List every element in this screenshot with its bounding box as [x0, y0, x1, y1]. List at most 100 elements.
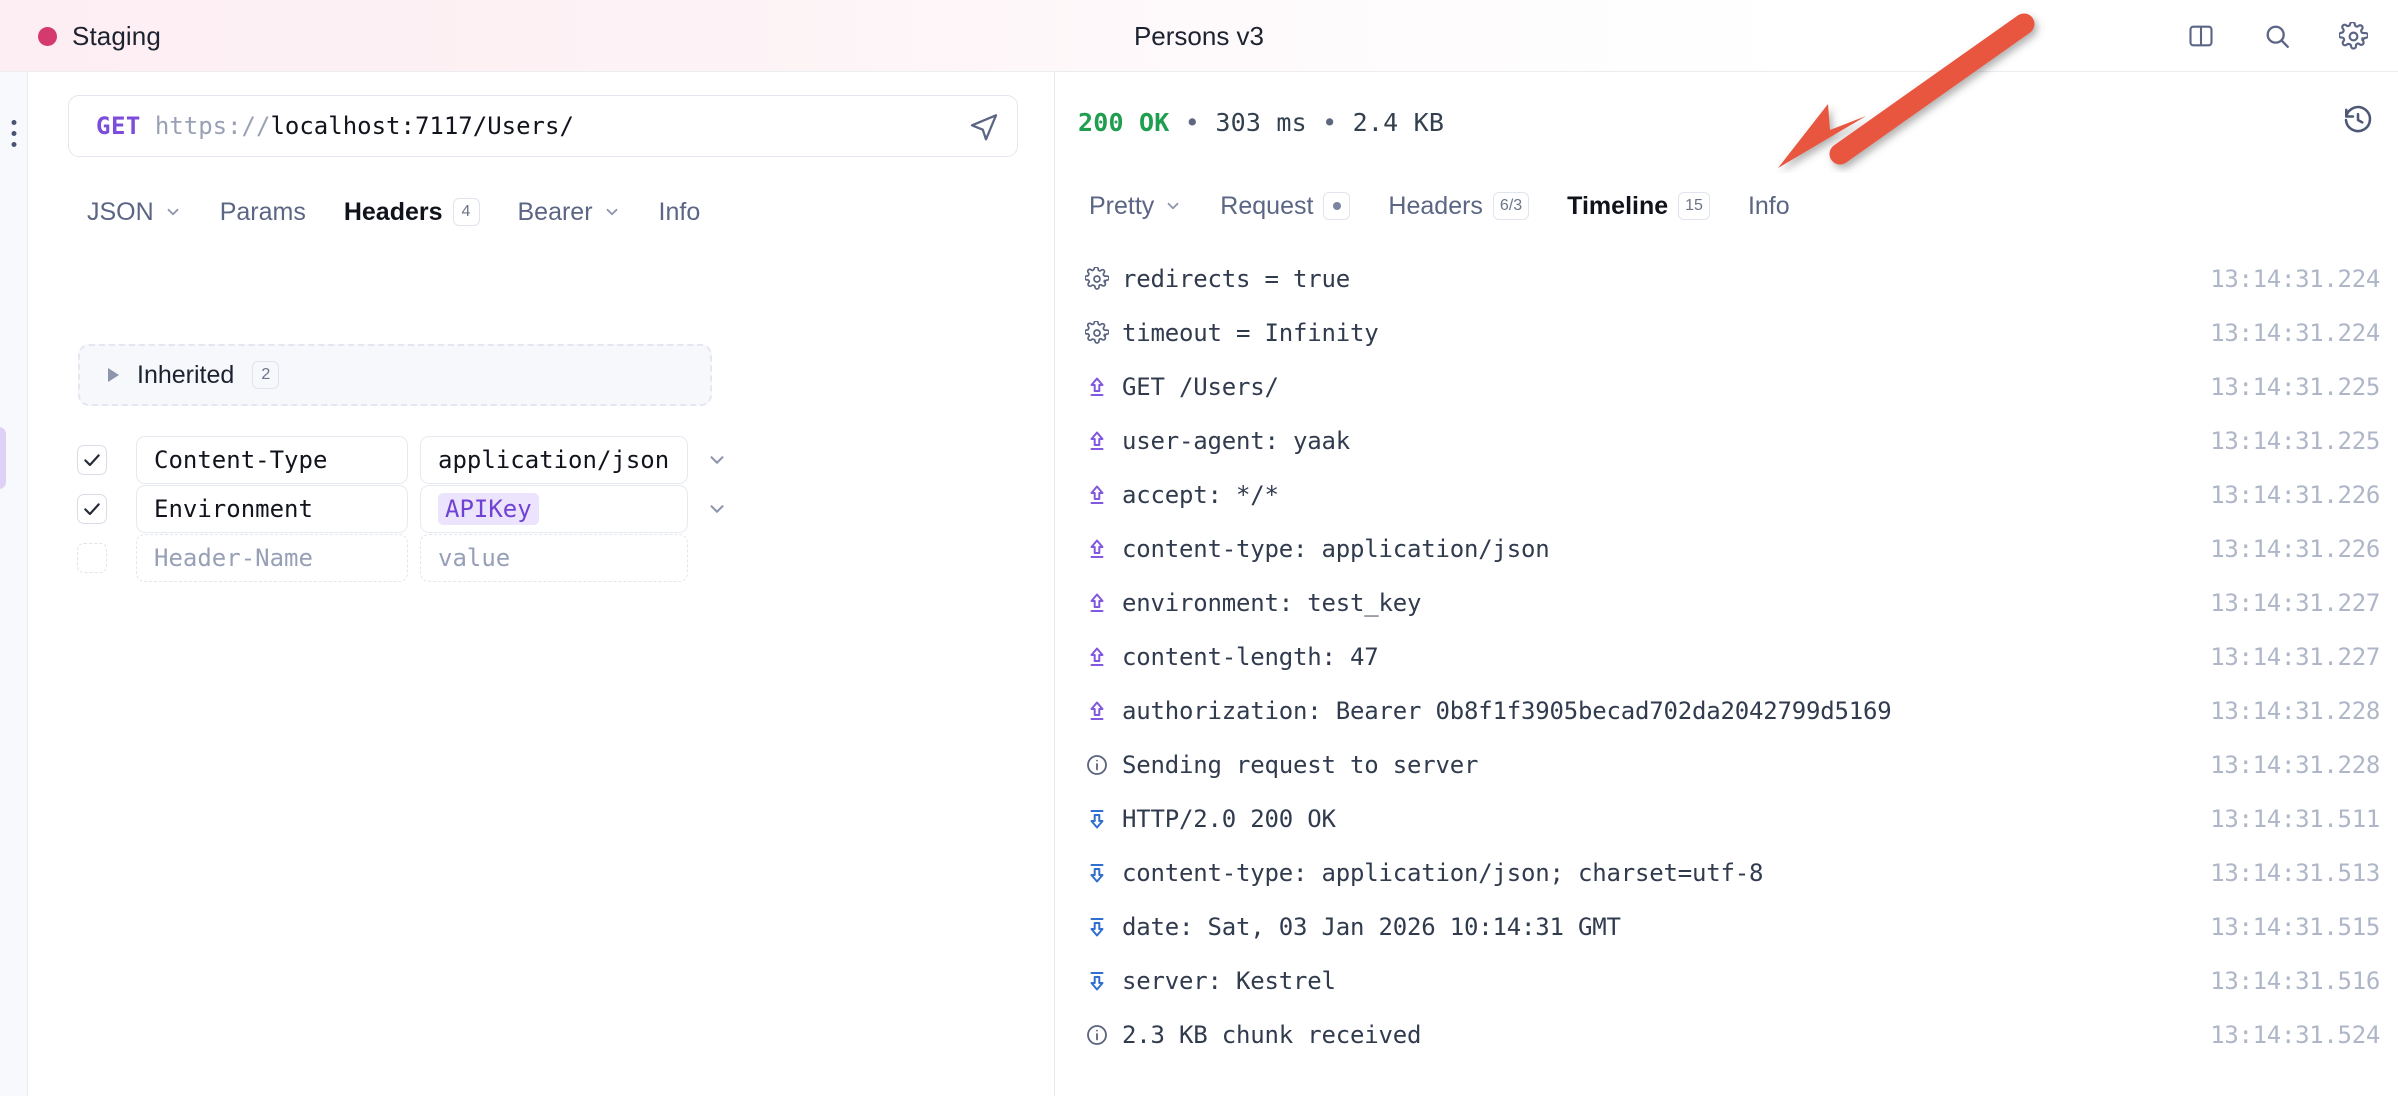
settings-icon [1082, 267, 1112, 291]
url-input[interactable]: https://localhost:7117/Users/ [155, 112, 574, 140]
timeline-entry-text: timeout = Infinity [1122, 319, 1379, 347]
response-tabs: Pretty Request Headers 6/3 Timeline 15 I… [1070, 180, 1809, 232]
timeline-entry-timestamp: 13:14:31.226 [2210, 481, 2380, 509]
tab-badge: 6/3 [1492, 192, 1530, 220]
template-variable-chip: APIKey [438, 493, 539, 525]
tab-bearer[interactable]: Bearer [499, 192, 640, 233]
tab-response-info[interactable]: Info [1729, 186, 1809, 227]
header-row-menu-icon[interactable] [706, 449, 728, 471]
timeline-row[interactable]: authorization: Bearer 0b8f1f3905becad702… [1056, 684, 2398, 738]
response-pane: 200 OK • 303 ms • 2.4 KB Pretty Request [1056, 72, 2398, 1096]
separator-dot: • [1184, 108, 1201, 137]
inherited-headers-section[interactable]: Inherited 2 [78, 344, 712, 406]
tab-request[interactable]: Request [1201, 186, 1369, 227]
tab-badge: 4 [452, 198, 480, 226]
header-name-input[interactable]: Content-Type [136, 436, 408, 484]
inherited-label: Inherited [137, 360, 235, 389]
request-pane: GET https://localhost:7117/Users/ JSON P… [28, 72, 1055, 1096]
tab-response-headers[interactable]: Headers 6/3 [1369, 186, 1548, 227]
tab-badge: 15 [1678, 192, 1710, 220]
left-rail [0, 72, 28, 1096]
tab-label: Pretty [1089, 191, 1155, 220]
tab-label: JSON [87, 197, 154, 226]
timeline-entry-timestamp: 13:14:31.228 [2210, 697, 2380, 725]
header-enabled-checkbox[interactable] [77, 494, 107, 524]
tab-label: Headers [1388, 191, 1483, 220]
timeline-entry-timestamp: 13:14:31.516 [2210, 967, 2380, 995]
response-status-line: 200 OK • 303 ms • 2.4 KB [1078, 108, 1444, 137]
gear-icon[interactable] [2332, 15, 2374, 57]
tab-timeline[interactable]: Timeline 15 [1548, 186, 1729, 227]
timeline-entry-text: date: Sat, 03 Jan 2026 10:14:31 GMT [1122, 913, 1621, 941]
header-row-menu-icon[interactable] [706, 498, 728, 520]
timeline-entry-text: HTTP/2.0 200 OK [1122, 805, 1336, 833]
environment-selector[interactable]: Staging [28, 0, 171, 72]
tab-label: Info [1747, 191, 1790, 220]
tab-params[interactable]: Params [201, 192, 325, 233]
timeline-row[interactable]: accept: */*13:14:31.226 [1056, 468, 2398, 522]
more-options-icon[interactable] [11, 120, 16, 147]
timeline-entry-text: 2.3 KB chunk received [1122, 1021, 1422, 1049]
header-name-input[interactable]: Environment [136, 485, 408, 533]
tab-label: Headers [343, 197, 443, 226]
timeline-entry-text: authorization: Bearer 0b8f1f3905becad702… [1122, 697, 1892, 725]
request-tabs: JSON Params Headers 4 Bearer Info [68, 186, 719, 238]
status-code: 200 OK [1078, 108, 1170, 137]
tab-info[interactable]: Info [640, 192, 720, 233]
timeline-entry-text: user-agent: yaak [1122, 427, 1350, 455]
response-duration: 303 ms [1215, 108, 1307, 137]
timeline-row[interactable]: GET /Users/13:14:31.225 [1056, 360, 2398, 414]
timeline-row[interactable]: timeout = Infinity 13:14:31.224 [1056, 306, 2398, 360]
request-up-arrow-icon [1082, 537, 1112, 561]
timeline-entry-text: content-type: application/json [1122, 535, 1550, 563]
response-down-arrow-icon [1082, 915, 1112, 939]
timeline-entry-text: Sending request to server [1122, 751, 1479, 779]
sidebar-resize-handle[interactable] [0, 427, 6, 489]
environment-color-dot [38, 26, 57, 46]
response-down-arrow-icon [1082, 861, 1112, 885]
tab-json[interactable]: JSON [68, 192, 201, 233]
split-panel-icon[interactable] [2180, 15, 2222, 57]
tab-headers[interactable]: Headers 4 [325, 192, 499, 233]
header-name-input[interactable]: Header-Name [136, 534, 408, 582]
timeline-entry-text: content-type: application/json; charset=… [1122, 859, 1764, 887]
timeline-entry-text: environment: test_key [1122, 589, 1422, 617]
history-icon[interactable] [2336, 98, 2380, 142]
timeline-entry-timestamp: 13:14:31.224 [2210, 319, 2380, 347]
header-enabled-checkbox[interactable] [77, 543, 107, 573]
timeline-row[interactable]: HTTP/2.0 200 OK 13:14:31.511 [1056, 792, 2398, 846]
timeline-entry-timestamp: 13:14:31.227 [2210, 643, 2380, 671]
dot [11, 131, 16, 136]
http-method[interactable]: GET [96, 112, 141, 140]
header-value-input[interactable]: application/json [420, 436, 688, 484]
title-bar-actions [2180, 0, 2374, 72]
timeline-entry-timestamp: 13:14:31.225 [2210, 373, 2380, 401]
tab-label: Bearer [517, 197, 593, 226]
timeline-row[interactable]: content-type: application/json; charset=… [1056, 846, 2398, 900]
search-icon[interactable] [2256, 15, 2298, 57]
timeline-entry-timestamp: 13:14:31.511 [2210, 805, 2380, 833]
timeline-entry-text: server: Kestrel [1122, 967, 1336, 995]
send-button[interactable] [961, 103, 1007, 149]
header-value-input[interactable]: APIKey [420, 485, 688, 533]
dot [11, 120, 16, 125]
timeline-entry-timestamp: 13:14:31.513 [2210, 859, 2380, 887]
header-value-input[interactable]: value [420, 534, 688, 582]
tab-pretty[interactable]: Pretty [1070, 186, 1201, 227]
inherited-count-badge: 2 [252, 361, 280, 389]
dot [1332, 202, 1341, 210]
timeline-row[interactable]: server: Kestrel 13:14:31.516 [1056, 954, 2398, 1008]
url-bar[interactable]: GET https://localhost:7117/Users/ [68, 95, 1018, 157]
request-up-arrow-icon [1082, 375, 1112, 399]
request-up-arrow-icon [1082, 483, 1112, 507]
header-enabled-checkbox[interactable] [77, 445, 107, 475]
